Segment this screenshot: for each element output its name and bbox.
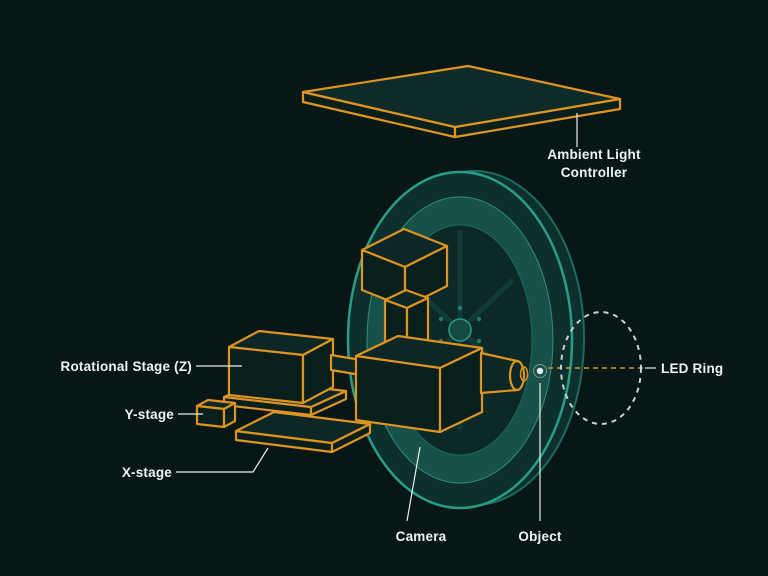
x-stage-platform [234, 410, 372, 454]
led-ring-group [548, 311, 646, 425]
label-camera: Camera [396, 529, 447, 544]
camera-assembly [354, 227, 529, 434]
led-ring-dashed-circle [560, 311, 642, 425]
ambient-panel-top-face [301, 64, 622, 129]
stage-assembly [195, 329, 375, 454]
label-object: Object [518, 529, 562, 544]
label-ambient-line2: Controller [561, 165, 628, 180]
leader-camera [406, 446, 421, 522]
ring-hub [448, 318, 472, 342]
label-rotational-stage: Rotational Stage (Z) [61, 359, 193, 374]
ambient-light-panel [301, 64, 622, 139]
camera-lens [479, 351, 529, 395]
y-stage-box [195, 398, 237, 429]
main-ring [346, 170, 585, 510]
object-dot [536, 367, 544, 375]
camera-body [354, 334, 484, 434]
labels: Ambient Light Controller LED Ring Rotati… [61, 147, 724, 544]
object-marker [533, 364, 547, 378]
leader-lines [176, 113, 656, 522]
leader-x-stage [176, 447, 269, 473]
label-ambient-line1: Ambient Light [547, 147, 641, 162]
label-led-ring: LED Ring [661, 361, 723, 376]
label-x-stage: X-stage [122, 465, 172, 480]
object-halo [533, 364, 547, 378]
label-y-stage: Y-stage [125, 407, 175, 422]
rotational-stage-box [227, 329, 335, 405]
